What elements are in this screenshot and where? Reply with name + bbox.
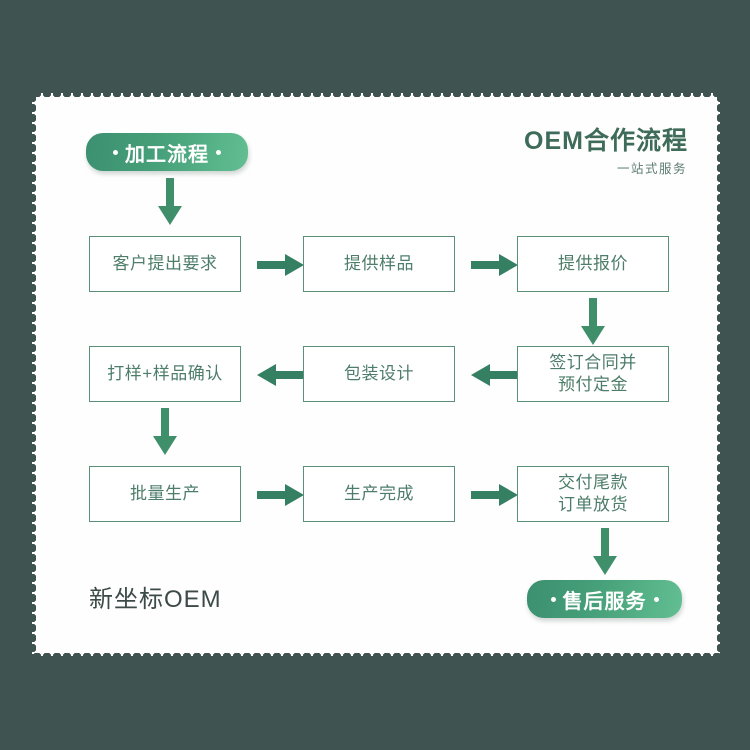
- flow-box-r2c2[interactable]: 包装设计: [303, 346, 455, 402]
- end-badge[interactable]: 售后服务: [527, 580, 682, 618]
- badge-dot-left-icon: [550, 596, 556, 602]
- page-subtitle: 一站式服务: [616, 162, 687, 176]
- flow-box-r1c2-label: 提供样品: [344, 253, 414, 273]
- arrow-right-r1a1-icon: [257, 253, 305, 277]
- page-title: OEM合作流程: [524, 127, 688, 155]
- arrow-down-right-icon: [580, 298, 606, 346]
- flow-box-r2c3-label-line1: 签订合同并: [549, 352, 637, 372]
- badge-dot-left-icon: [113, 149, 118, 155]
- flow-box-r2c3[interactable]: 签订合同并 预付定金: [517, 346, 669, 402]
- arrow-left-r2a1-icon: [257, 363, 305, 387]
- arrow-down-left-icon: [152, 408, 178, 456]
- arrow-down-start-icon: [157, 178, 183, 226]
- arrow-down-end-icon: [592, 528, 618, 576]
- start-badge[interactable]: 加工流程: [86, 133, 248, 171]
- flow-box-r1c3[interactable]: 提供报价: [517, 236, 669, 292]
- flow-box-r2c3-label-line2: 预付定金: [558, 375, 628, 394]
- flow-box-r3c3[interactable]: 交付尾款 订单放货: [517, 466, 669, 522]
- flow-box-r3c3-label-line1: 交付尾款: [558, 472, 628, 492]
- arrow-right-r1a2-icon: [471, 253, 519, 277]
- start-badge-label: 加工流程: [125, 143, 209, 166]
- flow-box-r3c1-label: 批量生产: [130, 483, 200, 503]
- flow-box-r1c2[interactable]: 提供样品: [303, 236, 455, 292]
- flow-box-r2c2-label: 包装设计: [344, 363, 414, 383]
- brand-text: 新坐标OEM: [89, 586, 222, 613]
- flow-box-r2c1[interactable]: 打样+样品确认: [89, 346, 241, 402]
- arrow-right-r3a2-icon: [471, 483, 519, 507]
- arrow-right-r3a1-icon: [257, 483, 305, 507]
- badge-dot-right-icon: [216, 149, 221, 155]
- flow-box-r1c3-label: 提供报价: [558, 253, 628, 273]
- badge-dot-right-icon: [653, 596, 659, 602]
- flow-box-r3c2[interactable]: 生产完成: [303, 466, 455, 522]
- flow-box-r1c1[interactable]: 客户提出要求: [89, 236, 241, 292]
- arrow-left-r2a2-icon: [471, 363, 519, 387]
- flow-box-r1c1-label: 客户提出要求: [112, 253, 218, 273]
- flow-box-r3c1[interactable]: 批量生产: [89, 466, 241, 522]
- flow-box-r3c3-label-line2: 订单放货: [558, 495, 628, 514]
- stamp-card: OEM合作流程 一站式服务 加工流程 客户提出要求 提供样品 提供报价: [28, 89, 724, 660]
- flow-box-r2c1-label: 打样+样品确认: [107, 363, 223, 383]
- end-badge-label: 售后服务: [562, 590, 647, 613]
- flow-box-r3c2-label: 生产完成: [344, 483, 414, 503]
